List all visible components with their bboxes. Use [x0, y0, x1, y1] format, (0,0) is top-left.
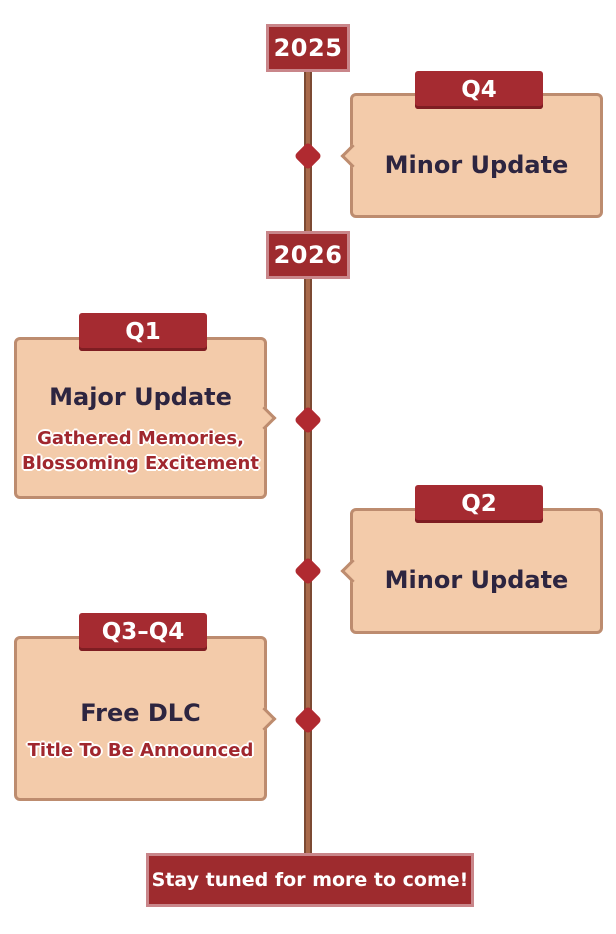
year-tag-2026: 2026: [266, 231, 350, 279]
quarter-banner: Q2: [415, 485, 543, 523]
timeline-dot: [293, 141, 323, 171]
event-card-q2-2026: Q2 Minor Update: [340, 485, 603, 634]
event-title: Minor Update: [384, 566, 569, 594]
timeline-dot: [293, 556, 323, 586]
quarter-banner: Q3–Q4: [79, 613, 207, 651]
quarter-banner: Q1: [79, 313, 207, 351]
stay-tuned-banner: Stay tuned for more to come!: [146, 853, 474, 907]
event-subtitle: Title To Be Announced: [27, 740, 254, 761]
year-tag-2025: 2025: [266, 24, 350, 72]
event-title: Major Update: [49, 383, 232, 411]
event-card-q4-2025: Q4 Minor Update: [340, 71, 603, 218]
event-title: Minor Update: [384, 151, 569, 179]
event-subtitle-line-1: Gathered Memories,: [37, 428, 244, 449]
quarter-banner: Q4: [415, 71, 543, 109]
timeline-line: [304, 70, 312, 860]
timeline-dot: [293, 705, 323, 735]
event-card-q1-2026: Q1 Major Update Gathered Memories, Bloss…: [14, 313, 277, 499]
event-card-q3-q4-2026: Q3–Q4 Free DLC Title To Be Announced: [14, 613, 277, 801]
event-title: Free DLC: [80, 699, 201, 727]
event-subtitle-line-2: Blossoming Excitement: [22, 453, 259, 474]
timeline-dot: [293, 405, 323, 435]
